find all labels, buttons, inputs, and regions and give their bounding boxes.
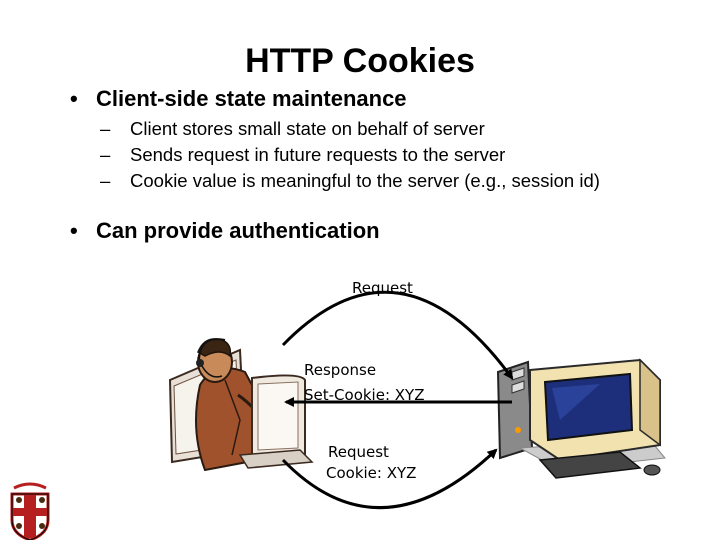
request-arrow-curve [281, 290, 514, 380]
desktop-computer-icon [496, 358, 666, 479]
sub-bullet: – Sends request in future requests to th… [100, 144, 506, 166]
sub-bullet-text: Sends request in future requests to the … [130, 144, 506, 165]
sub-bullet-text: Cookie value is meaningful to the server… [130, 170, 600, 191]
bullet-authentication: • Can provide authentication [70, 218, 380, 244]
set-cookie-label: Set-Cookie: XYZ [304, 386, 425, 404]
cookie-label: Cookie: XYZ [326, 464, 417, 482]
sub-bullet: – Cookie value is meaningful to the serv… [100, 170, 600, 192]
sub-bullet-dash: – [100, 118, 111, 139]
sub-bullet-dash: – [100, 170, 111, 191]
bullet-dot: • [70, 218, 78, 243]
person-at-computer-icon [168, 338, 314, 472]
request-cookie-arrow-curve [281, 448, 498, 510]
sub-bullet: – Client stores small state on behalf of… [100, 118, 485, 140]
slide-title: HTTP Cookies [245, 42, 475, 80]
sub-bullet-text: Client stores small state on behalf of s… [130, 118, 485, 139]
bullet-client-side: • Client-side state maintenance [70, 86, 407, 112]
response-label: Response [304, 361, 377, 379]
sub-bullet-dash: – [100, 144, 111, 165]
bullet-dot: • [70, 86, 78, 111]
request-label-2: Request [328, 443, 389, 461]
bullet-text: Client-side state maintenance [96, 86, 407, 111]
request-label: Request [352, 279, 413, 297]
bullet-text: Can provide authentication [96, 218, 380, 243]
university-shield-logo [10, 482, 50, 540]
